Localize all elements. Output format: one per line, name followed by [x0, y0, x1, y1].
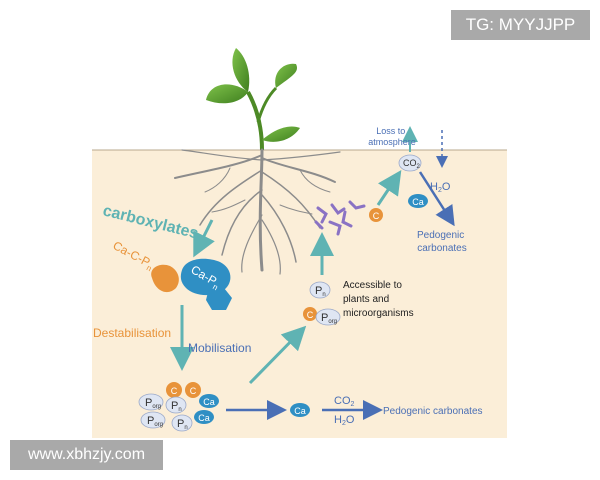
svg-text:Ca: Ca	[198, 413, 210, 423]
arrow-c-to-co2	[376, 170, 402, 206]
svg-text:Porg: Porg	[147, 415, 163, 428]
arrow-carboxylates-to-complex	[193, 219, 215, 258]
svg-text:Pn: Pn	[171, 400, 182, 413]
svg-text:C: C	[171, 386, 178, 396]
c-chip-root: C	[369, 208, 383, 222]
pedogenic-carbonates-bottom-label: Pedogenic carbonates	[383, 406, 483, 417]
svg-text:CO2: CO2	[403, 158, 421, 170]
svg-text:Pn: Pn	[315, 285, 326, 298]
accessible-p-chips: Pn C Porg	[303, 281, 341, 326]
svg-text:Porg: Porg	[321, 312, 337, 325]
h2o-top-label: H2O	[430, 181, 451, 194]
svg-text:Pn: Pn	[177, 418, 188, 431]
destabilisation-label: Destabilisation	[93, 326, 171, 340]
plant-roots	[174, 148, 341, 275]
ca-pn-particle	[180, 258, 231, 296]
arrow-to-pedogenic-top	[418, 171, 455, 227]
svg-text:Ca: Ca	[412, 197, 424, 207]
mobilisation-label: Mobilisation	[188, 341, 251, 355]
co2-bottom-label: CO2	[334, 395, 355, 408]
svg-text:Ca: Ca	[294, 406, 306, 416]
ca-chip-top: Ca	[408, 194, 428, 208]
svg-text:C: C	[373, 211, 380, 221]
plant-seedling	[206, 48, 300, 151]
soil-p-cluster: C C Porg Pn Ca Porg Pn Ca	[138, 382, 219, 432]
svg-text:Ca: Ca	[203, 397, 215, 407]
co2-top-bubble: CO2	[398, 154, 422, 172]
svg-text:C: C	[307, 310, 314, 320]
carboxylate-molecules	[314, 200, 366, 236]
arrow-cluster-to-accessible	[248, 325, 307, 385]
pedogenic-carbonates-top-label: Pedogenic carbonates	[417, 230, 467, 254]
ca-pn-particle-small	[206, 288, 232, 310]
svg-text:Porg: Porg	[145, 397, 161, 410]
h2o-bottom-label: H2O	[334, 414, 355, 427]
ca-chip-bottom: Ca	[290, 403, 310, 417]
watermark-bottom: www.xbhzjy.com	[10, 440, 163, 470]
watermark-top: TG: MYYJJPP	[451, 10, 590, 40]
loss-to-atmosphere-label: Loss to atmosphere	[368, 126, 416, 147]
svg-text:C: C	[190, 386, 197, 396]
accessible-label: Accessible to plants and microorganisms	[343, 280, 414, 319]
ca-c-pn-particle	[151, 264, 179, 293]
